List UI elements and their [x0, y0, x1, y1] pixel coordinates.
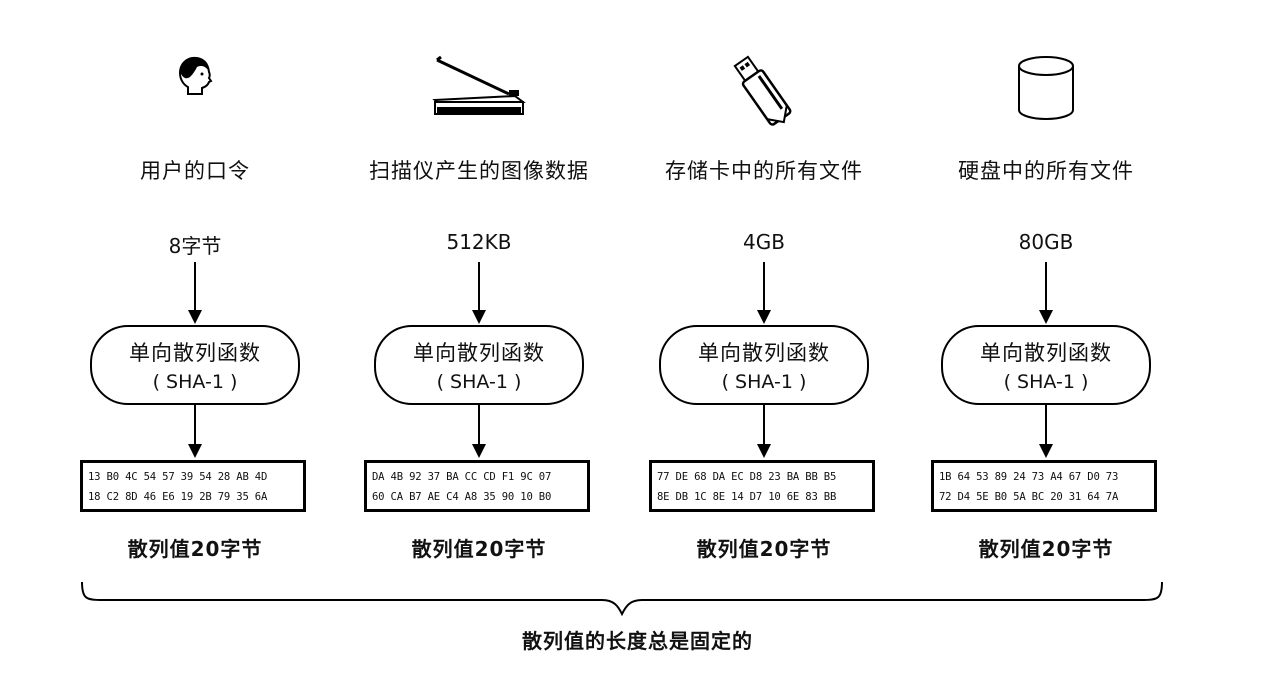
hash-function-name: 单向散列函数: [413, 341, 545, 365]
hash-value-box: DA 4B 92 37 BA CC CD F1 9C 07 60 CA B7 A…: [364, 460, 590, 512]
hash-value-line: 13 B0 4C 54 57 39 54 28 AB 4D: [88, 471, 268, 483]
hash-algorithm: ( SHA-1 ): [721, 371, 807, 393]
arrow-down-icon: [1039, 262, 1053, 324]
arrow-down-icon: [757, 262, 771, 324]
arrow-down-icon: [757, 404, 771, 458]
hash-function-box: 单向散列函数 ( SHA-1 ): [659, 325, 869, 405]
hash-function-box: 单向散列函数 ( SHA-1 ): [374, 325, 584, 405]
arrow-down-icon: [188, 262, 202, 324]
hash-function-name: 单向散列函数: [698, 341, 830, 365]
hash-length-caption: 散列值20字节: [127, 537, 263, 561]
scanner-icon: [339, 52, 619, 132]
column-memory-card: 存储卡中的所有文件 4GB 单向散列函数 ( SHA-1 ) 77 DE 68 …: [624, 0, 904, 600]
source-label: 存储卡中的所有文件: [665, 159, 863, 183]
hash-value-box: 77 DE 68 DA EC D8 23 BA BB B5 8E DB 1C 8…: [649, 460, 875, 512]
data-size-label: 4GB: [743, 230, 785, 254]
source-label: 硬盘中的所有文件: [958, 159, 1134, 183]
data-size-label: 8字节: [168, 234, 222, 258]
hash-value-line: 72 D4 5E B0 5A BC 20 31 64 7A: [939, 491, 1119, 503]
hash-value-line: 18 C2 8D 46 E6 19 2B 79 35 6A: [88, 491, 268, 503]
data-size-label: 80GB: [1018, 230, 1074, 254]
hash-length-caption: 散列值20字节: [696, 537, 832, 561]
hash-function-box: 单向散列函数 ( SHA-1 ): [941, 325, 1151, 405]
hash-length-caption: 散列值20字节: [411, 537, 547, 561]
hash-algorithm: ( SHA-1 ): [436, 371, 522, 393]
hash-length-caption: 散列值20字节: [978, 537, 1114, 561]
summary-text: 散列值的长度总是固定的: [522, 629, 753, 653]
arrow-down-icon: [472, 404, 486, 458]
data-size-label: 512KB: [446, 230, 512, 254]
hash-function-box: 单向散列函数 ( SHA-1 ): [90, 325, 300, 405]
column-scanner-image: 扫描仪产生的图像数据 512KB 单向散列函数 ( SHA-1 ) DA 4B …: [339, 0, 619, 600]
hard-disk-icon: [906, 52, 1186, 132]
column-user-password: 用户的口令 8字节 单向散列函数 ( SHA-1 ) 13 B0 4C 54 5…: [55, 0, 335, 600]
hash-algorithm: ( SHA-1 ): [152, 371, 238, 393]
usb-drive-icon: [624, 52, 904, 132]
hash-function-name: 单向散列函数: [980, 341, 1112, 365]
hash-value-line: 60 CA B7 AE C4 A8 35 90 10 B0: [372, 491, 552, 503]
hash-value-line: DA 4B 92 37 BA CC CD F1 9C 07: [372, 471, 552, 483]
user-head-icon: [55, 52, 335, 132]
hash-value-line: 8E DB 1C 8E 14 D7 10 6E 83 BB: [657, 491, 837, 503]
hash-function-name: 单向散列函数: [129, 341, 261, 365]
column-hard-disk: 硬盘中的所有文件 80GB 单向散列函数 ( SHA-1 ) 1B 64 53 …: [906, 0, 1186, 600]
arrow-down-icon: [1039, 404, 1053, 458]
hash-value-line: 1B 64 53 89 24 73 A4 67 D0 73: [939, 471, 1119, 483]
hash-algorithm: ( SHA-1 ): [1003, 371, 1089, 393]
arrow-down-icon: [472, 262, 486, 324]
arrow-down-icon: [188, 404, 202, 458]
source-label: 用户的口令: [140, 159, 250, 183]
hash-value-line: 77 DE 68 DA EC D8 23 BA BB B5: [657, 471, 837, 483]
hash-value-box: 13 B0 4C 54 57 39 54 28 AB 4D 18 C2 8D 4…: [80, 460, 306, 512]
curly-brace-icon: [81, 581, 1163, 616]
source-label: 扫描仪产生的图像数据: [369, 159, 589, 183]
hash-value-box: 1B 64 53 89 24 73 A4 67 D0 73 72 D4 5E B…: [931, 460, 1157, 512]
